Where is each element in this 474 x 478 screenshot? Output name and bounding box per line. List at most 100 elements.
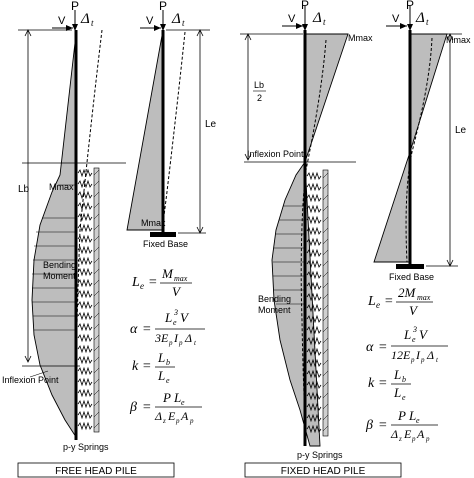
free-equiv-moment-diagram [126,29,164,231]
free-eq-le-num-sub: max [174,274,188,283]
fixed-moment-upper [304,33,349,163]
free-bending-label-2: Moment [43,271,76,281]
free-equiv-base-label: Fixed Base [143,239,188,249]
fixed-load-p-label: P [301,0,309,12]
free-eq-le-lhs: L [131,275,140,290]
free-eq-alpha-den-b: p [168,339,173,347]
free-spring-anchor-hatch [93,169,100,429]
fixed-equations: L e = 2M max V α = L e 3 V 12E p I p Δ t… [365,285,448,443]
free-eq-beta-den-f: p [189,417,194,425]
fixed-eq-beta-den-f: p [425,435,430,443]
fixed-eq-alpha-num-sup: 3 [412,325,417,334]
fixed-mmax-label: Mmax [348,33,373,43]
fixed-eq-alpha-den-d: p [420,356,425,364]
fixed-inflexion-label: Inflexion Point [247,149,304,159]
free-moment-hatching [32,217,76,331]
free-eq-k-equals: = [142,359,151,374]
free-equiv-v-label: V [146,15,154,27]
fixed-spring-anchor-hatch [322,172,329,432]
fixed-eq-beta-den-d: p [411,435,416,443]
fixed-equiv-fixed-base [396,264,424,269]
free-eq-beta-den-a: Δ [154,409,162,423]
fixed-eq-beta-equals: = [378,418,387,433]
fixed-eq-alpha-num-tail: V [419,327,429,342]
fixed-eq-k-num-sub: b [402,375,406,384]
free-eq-k-num: L [157,350,165,365]
free-eq-alpha-den-e: Δ [184,331,192,345]
fixed-equiv-delta-label: Δ [415,10,425,26]
free-eq-le-equals: = [148,275,157,290]
fixed-eq-le-den: V [409,303,419,318]
free-inflexion-leader [29,370,49,378]
fixed-caption: FIXED HEAD PILE [281,466,366,477]
fixed-eq-alpha-den-e: Δ [426,348,434,362]
free-eq-alpha-den-d: p [178,339,183,347]
fixed-delta-sub: t [323,17,326,27]
free-eq-le-num: M [161,266,174,281]
free-eq-alpha-den-a: 3E [154,331,169,345]
fixed-eq-alpha-num-sub: e [412,335,416,344]
fixed-equiv-moment-lower [373,151,411,263]
fixed-eq-k-lhs: k [368,376,375,391]
fixed-equiv-moment-upper [409,33,448,153]
free-eq-k-lhs: k [132,359,139,374]
fixed-eq-k-den-sub: e [402,393,406,402]
fixed-eq-le-num: 2M [398,285,417,300]
free-eq-beta-den-e: A [180,409,189,423]
fixed-eq-k-equals: = [378,376,387,391]
fixed-delta-label: Δ [312,10,322,26]
free-eq-alpha-lhs: α [130,322,138,337]
free-delta-label: Δ [80,11,90,27]
fixed-eq-le-equals: = [384,294,393,309]
free-eq-alpha-num-sup: 3 [173,308,178,317]
free-equiv-mmax-label: Mmax [141,218,166,228]
free-lb-label: Lb [18,184,30,195]
fixed-bending-label-1: Bending [258,294,291,304]
fixed-eq-beta-lhs: β [365,418,373,433]
fixed-bending-label-2: Moment [258,305,291,315]
free-mmax-label: Mmax [49,182,74,192]
free-eq-alpha-equals: = [142,322,151,337]
fixed-equiv-deflected-shape [405,37,433,263]
free-equiv-p-label: P [159,0,167,13]
free-eq-k-den: L [157,368,165,383]
fixed-eq-le-lhs: L [367,294,376,309]
fixed-eq-le-lhs-sub: e [376,300,380,310]
free-moment-diagram [31,33,77,439]
fixed-load-v-label: V [288,13,296,25]
fixed-moment-hatching [273,205,305,305]
fixed-eq-alpha-lhs: α [366,340,374,355]
fixed-equiv-v-label: V [392,13,400,25]
free-load-v-label: V [58,15,66,27]
free-equiv-delta-label: Δ [171,11,181,27]
free-equations: L e = M max V α = L e 3 V 3E p I p Δ t k… [129,266,205,425]
free-equiv-le-label: Le [205,119,217,130]
fixed-deflected-shape [300,39,327,447]
free-head-panel: P V Δ t Lb Mmax [2,0,217,478]
fixed-lb2-den: 2 [257,93,262,103]
free-caption-box [17,462,175,478]
free-eq-beta-den-d: p [175,417,180,425]
free-bending-label-1: Bending [43,260,76,270]
fixed-eq-alpha-num: L [403,327,411,342]
fixed-eq-beta-num-a: P L [397,408,416,423]
free-eq-le-den: V [172,284,182,299]
fixed-caption-box [244,462,402,478]
free-eq-le-lhs-sub: e [140,281,144,291]
free-delta-sub: t [91,18,94,28]
fixed-py-springs [306,171,322,434]
fixed-eq-alpha-den-b: p [410,356,415,364]
fixed-eq-alpha-den-f: t [436,356,439,364]
free-lb-top-arrowhead [24,29,32,37]
fixed-lb2-bottom-arrowhead [244,153,252,161]
free-eq-alpha-den-c: I [173,331,179,345]
free-eq-k-den-sub: e [166,376,170,385]
free-caption: FREE HEAD PILE [55,466,137,477]
fixed-eq-alpha-den-c: I [415,348,421,362]
free-eq-beta-lhs: β [129,400,137,415]
free-equiv-fixed-base [150,232,176,237]
free-springs-label: p-y Springs [63,442,109,452]
free-eq-alpha-num: L [164,310,172,325]
